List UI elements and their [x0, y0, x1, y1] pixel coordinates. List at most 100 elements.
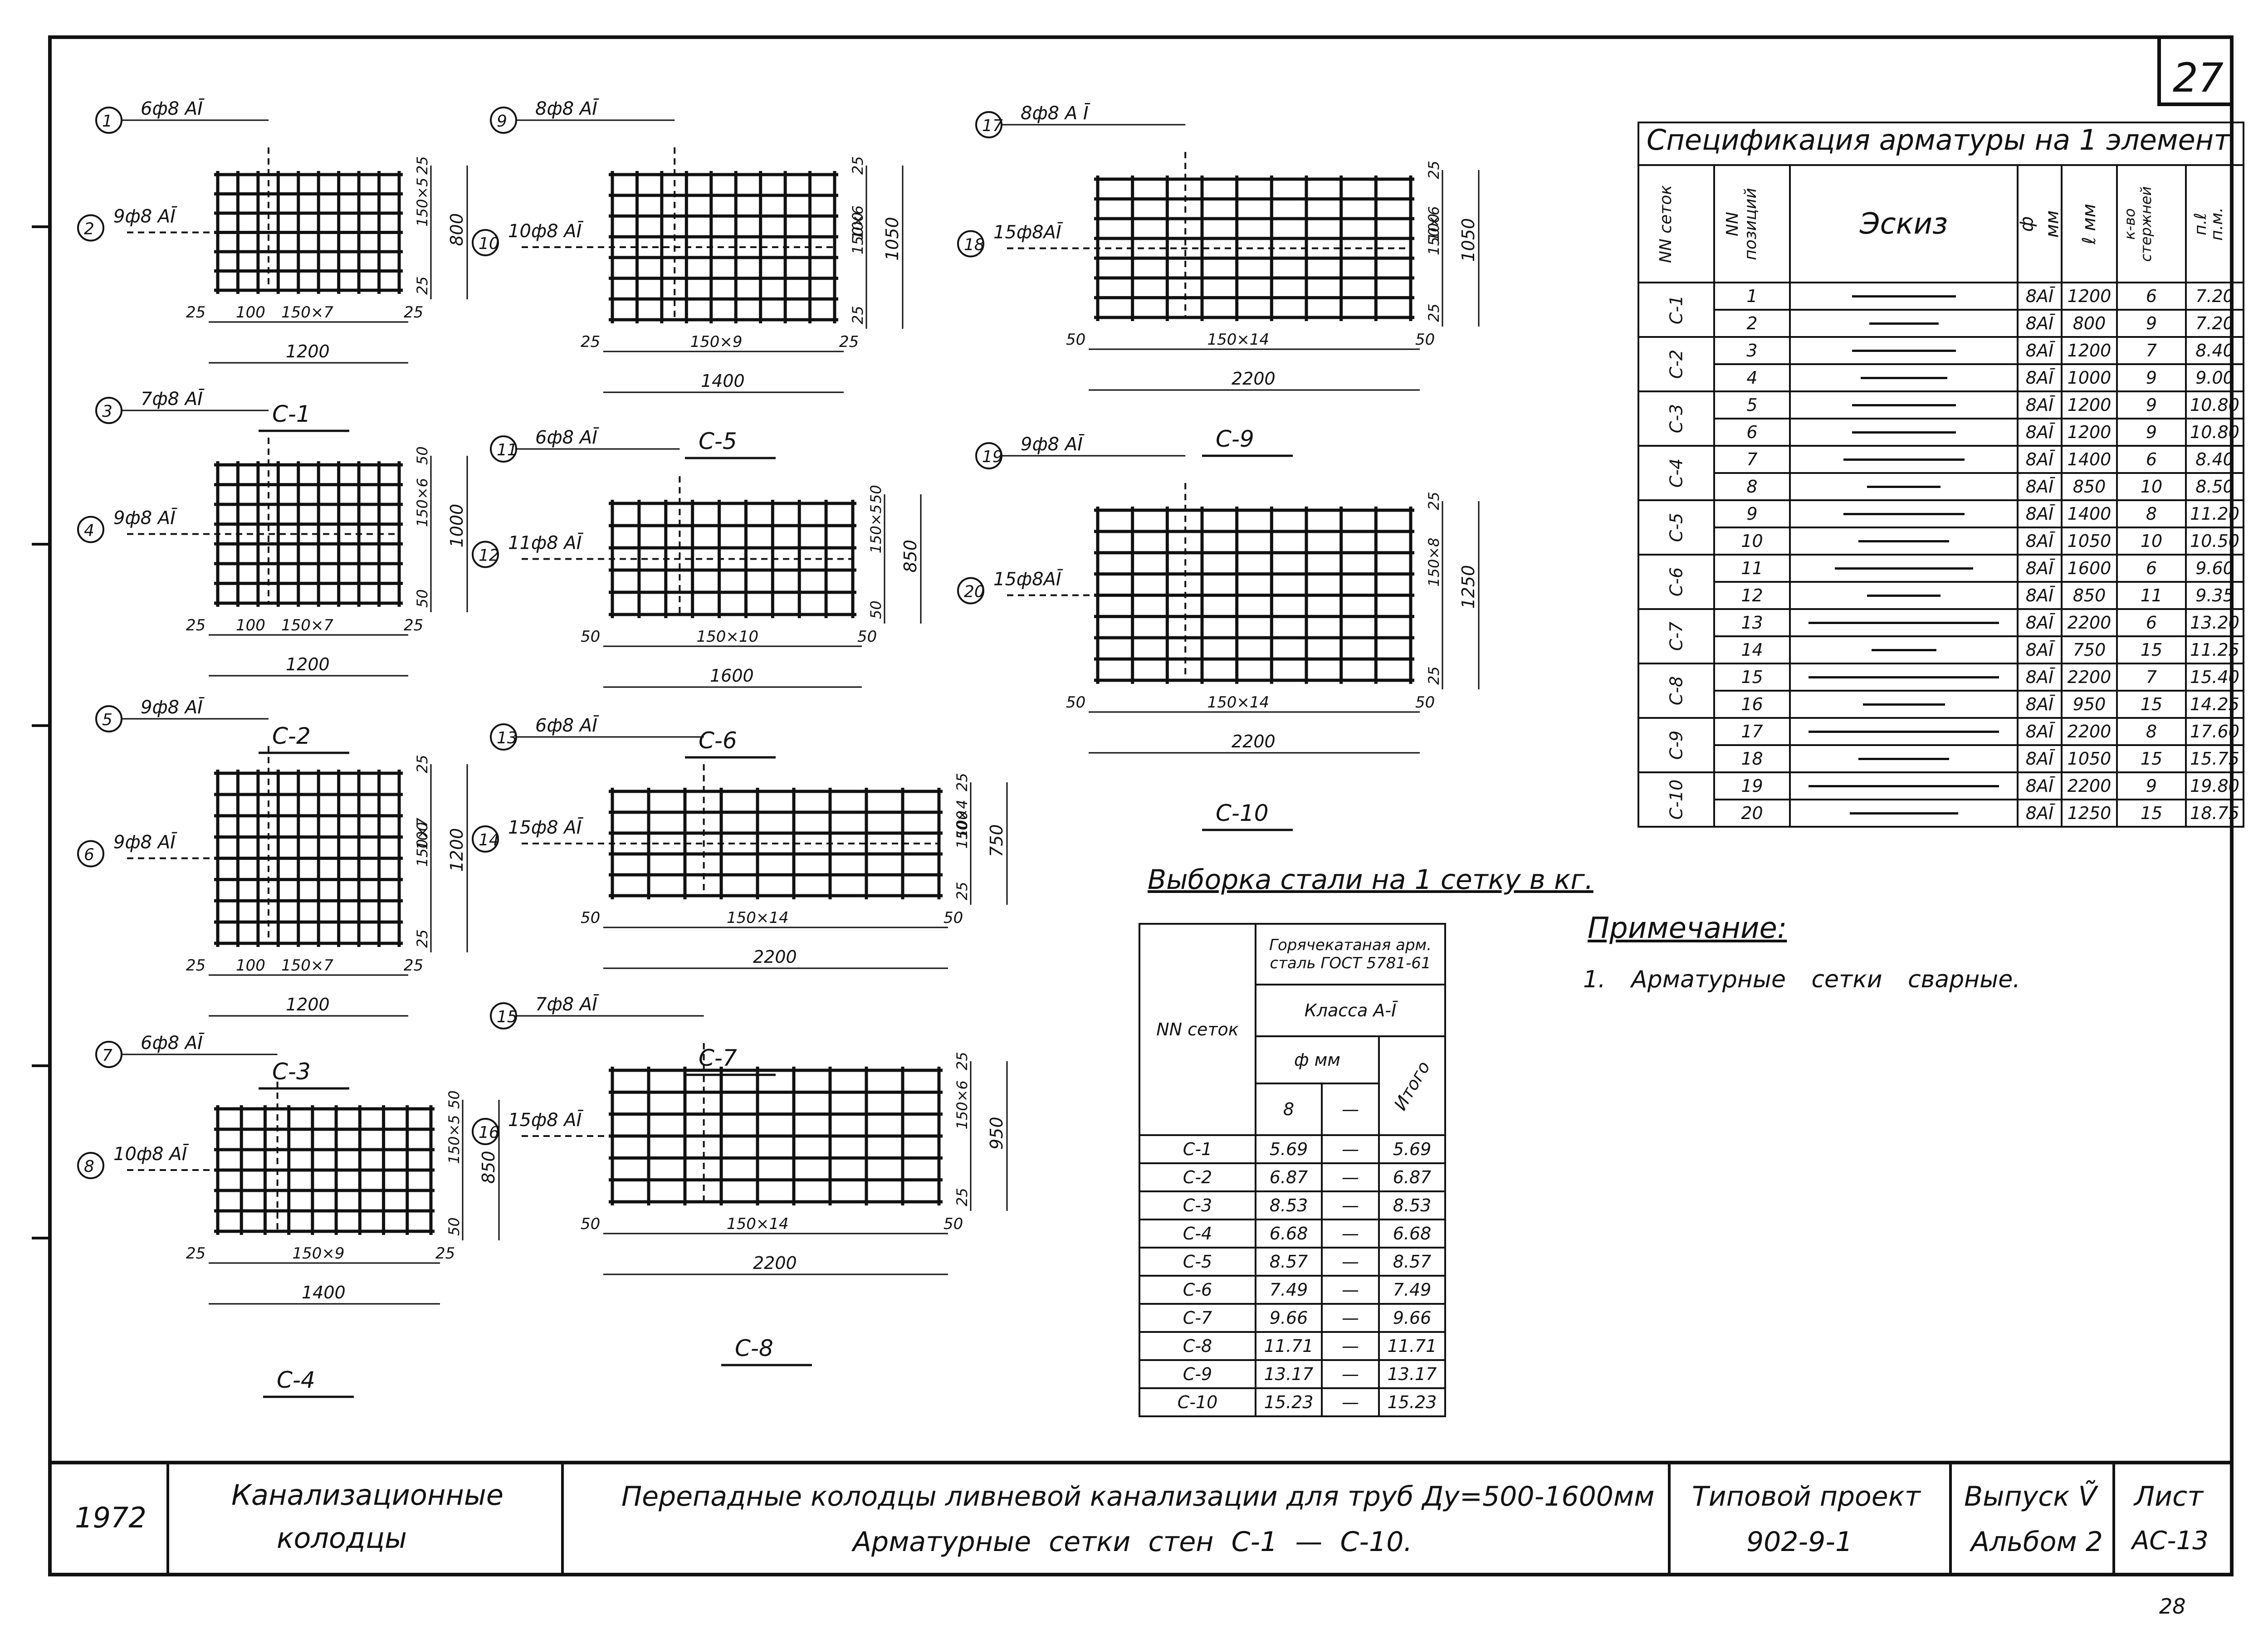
dimension-text: 150×9 — [690, 333, 743, 351]
spec-cell-pos: 16 — [1713, 690, 1791, 719]
spec-h-meters: п.ℓ п.м. — [2185, 164, 2244, 283]
spec-cell-pos: 15 — [1713, 663, 1791, 692]
dimension-text: 50 — [943, 909, 963, 927]
spec-cell-meters: 10.80 — [2185, 418, 2244, 447]
spec-cell-count: 10 — [2116, 527, 2187, 556]
position-number: 11 — [497, 441, 518, 459]
spec-cell-pos: 4 — [1713, 363, 1791, 392]
dimension-text: 50 — [1066, 331, 1085, 349]
sampling-cell-mesh: C-9 — [1139, 1359, 1256, 1389]
dimension-text: 25 — [1425, 303, 1442, 322]
sampling-cell-dash: — — [1321, 1331, 1380, 1361]
position-marker — [957, 577, 984, 605]
overall-height: 850 — [900, 540, 920, 573]
spec-cell-len: 1200 — [2061, 390, 2118, 419]
sampling-cell-v8: 8.53 — [1255, 1190, 1323, 1220]
dimension-text: 25 — [953, 1052, 971, 1070]
overall-height: 800 — [447, 213, 467, 246]
spec-cell-sketch — [1789, 309, 2019, 338]
mesh-label: C-7 — [699, 1045, 737, 1071]
spec-cell-count: 9 — [2116, 363, 2187, 392]
sketch-bar-line — [1834, 567, 1973, 570]
sketch-bar-line — [1852, 431, 1956, 434]
dimension-text: 50 — [581, 1215, 600, 1233]
spec-cell-pos: 8 — [1713, 472, 1791, 501]
spec-cell-dia: 8AĪ — [2017, 390, 2063, 419]
sampling-cell-v8: 9.66 — [1255, 1303, 1323, 1333]
spec-cell-pos: 2 — [1713, 309, 1791, 338]
sampling-cell-v8: 5.69 — [1255, 1134, 1323, 1164]
spec-cell-len: 950 — [2061, 690, 2118, 719]
dimension-text: 25 — [414, 276, 431, 295]
overall-height: 950 — [987, 1117, 1007, 1150]
spec-cell-meters: 10.50 — [2185, 527, 2244, 556]
dimension-text: 25 — [1425, 492, 1442, 510]
spec-cell-pos: 6 — [1713, 418, 1791, 447]
spec-h-len: ℓ мм — [2061, 164, 2118, 283]
title-year: 1972 — [75, 1501, 147, 1534]
sampling-h-steel: Горячекатаная арм. сталь ГОСТ 5781-61 — [1255, 923, 1446, 985]
position-number: 12 — [479, 546, 499, 565]
sampling-cell-total: 8.53 — [1378, 1190, 1446, 1220]
top-bar-callout: 6ф8 AĪ — [535, 715, 599, 736]
sampling-cell-total: 13.17 — [1378, 1359, 1446, 1389]
note-text: 1. Арматурные сетки сварные. — [1583, 966, 2020, 993]
spec-cell-meters: 11.20 — [2185, 499, 2244, 528]
sketch-bar-line — [1809, 785, 1999, 787]
side-bar-callout: 11ф8 AĪ — [508, 532, 584, 554]
overall-width: 1600 — [710, 666, 754, 686]
spec-cell-len: 1200 — [2061, 336, 2118, 365]
spec-table: NN сеток NN позиций Эскиз ф мм ℓ мм к-во… — [1637, 122, 2244, 828]
spec-cell-count: 9 — [2116, 390, 2187, 419]
dimension-text: 50 — [581, 909, 600, 927]
spec-cell-dia: 8AĪ — [2017, 608, 2063, 637]
top-bar-callout: 7ф8 AĪ — [141, 388, 205, 410]
spec-cell-count: 6 — [2116, 282, 2187, 311]
title-sheet-label: Лист — [2134, 1481, 2204, 1512]
dimension-text: 50 — [867, 485, 885, 503]
spec-cell-len: 1000 — [2061, 363, 2118, 392]
overall-height: 1050 — [882, 217, 902, 261]
position-number: 9 — [497, 112, 507, 131]
spec-cell-len: 1200 — [2061, 282, 2118, 311]
spec-cell-pos: 5 — [1713, 390, 1791, 419]
overall-height: 850 — [479, 1151, 499, 1184]
side-bar-callout: 9ф8 AĪ — [113, 832, 177, 853]
position-number: 6 — [84, 846, 94, 864]
spec-cell-mesh: C-2 — [1637, 336, 1715, 392]
top-bar-callout: 9ф8 AĪ — [141, 697, 205, 718]
spec-cell-pos: 18 — [1713, 744, 1791, 773]
spec-cell-len: 2200 — [2061, 608, 2118, 637]
side-bar-callout: 15ф8 AĪ — [508, 817, 584, 838]
spec-cell-len: 1050 — [2061, 527, 2118, 556]
spec-cell-len: 2200 — [2061, 771, 2118, 800]
spec-cell-meters: 18.75 — [2185, 799, 2244, 828]
dimension-text: 150×8 — [1425, 538, 1442, 587]
sketch-bar-line — [1858, 540, 1949, 542]
sampling-cell-mesh: C-5 — [1139, 1247, 1256, 1277]
spec-cell-len: 1600 — [2061, 554, 2118, 583]
dimension-text: 100 — [1425, 214, 1442, 241]
spec-cell-mesh: C-8 — [1637, 663, 1715, 719]
dimension-text: 150×7 — [281, 303, 333, 322]
top-bar-callout: 6ф8 AĪ — [535, 427, 599, 448]
spec-cell-sketch — [1789, 608, 2019, 637]
dimension-text: 25 — [1425, 161, 1442, 179]
position-marker — [77, 516, 104, 543]
spec-cell-meters: 17.60 — [2185, 717, 2244, 746]
title-subject-1: Канализационные — [231, 1478, 504, 1512]
dimension-text: 25 — [186, 956, 205, 975]
spec-cell-sketch — [1789, 635, 2019, 664]
spec-cell-dia: 8AĪ — [2017, 799, 2063, 828]
position-marker — [472, 1118, 499, 1145]
mesh-label: C-8 — [735, 1335, 773, 1361]
sampling-cell-total: 7.49 — [1378, 1275, 1446, 1305]
